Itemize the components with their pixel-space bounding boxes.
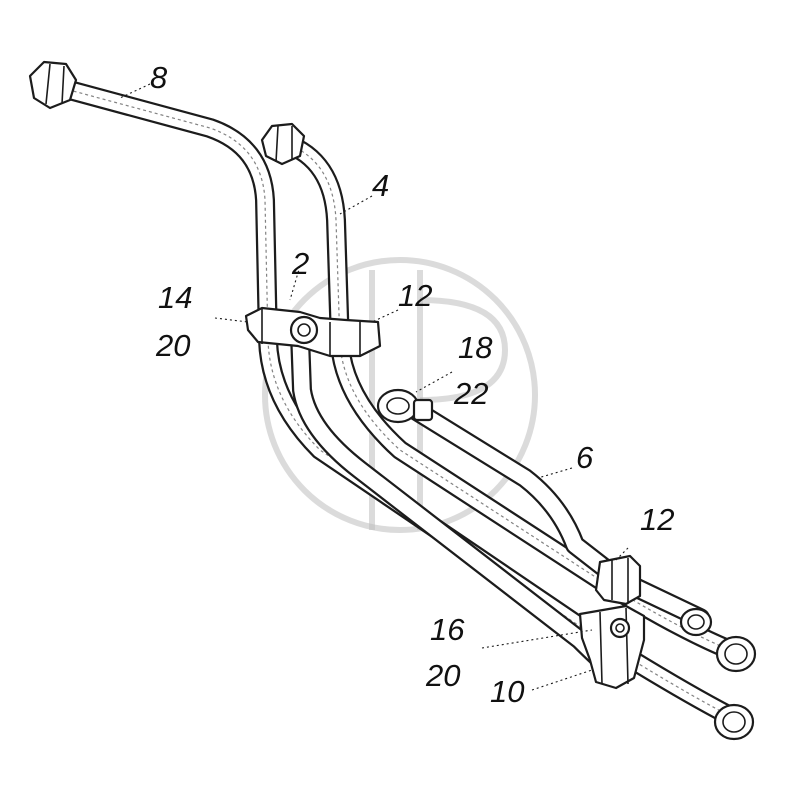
pipe-4 [275,133,745,662]
callout-12-lower: 12 [640,502,674,537]
end-fitting-middle [715,635,757,673]
callout-14: 14 [158,280,192,315]
callout-20-upper: 20 [155,328,190,363]
clamp-lower-right [594,554,642,606]
nut-top-left [28,60,78,110]
callout-12-upper: 12 [398,278,432,313]
callout-20-lower: 20 [425,658,460,693]
callout-18: 18 [458,330,493,365]
callout-16: 16 [430,612,465,647]
nut-top-middle [260,122,306,166]
end-fitting-lower [713,703,755,741]
leader-lines [119,83,629,691]
clamp-lower-left [578,604,646,690]
callout-6: 6 [576,440,594,475]
callout-10: 10 [490,674,524,709]
callout-labels: 8 4 2 14 20 12 18 22 6 12 16 20 10 [150,60,674,709]
pipe-8 [52,78,740,726]
end-fitting-upper [679,607,713,637]
callout-22: 22 [453,376,488,411]
clamp-upper [244,306,382,358]
callout-4: 4 [372,168,389,203]
pipe-6 [405,400,710,628]
fitting-18-22 [376,388,434,424]
callout-2: 2 [291,246,309,281]
callout-8: 8 [150,60,168,95]
